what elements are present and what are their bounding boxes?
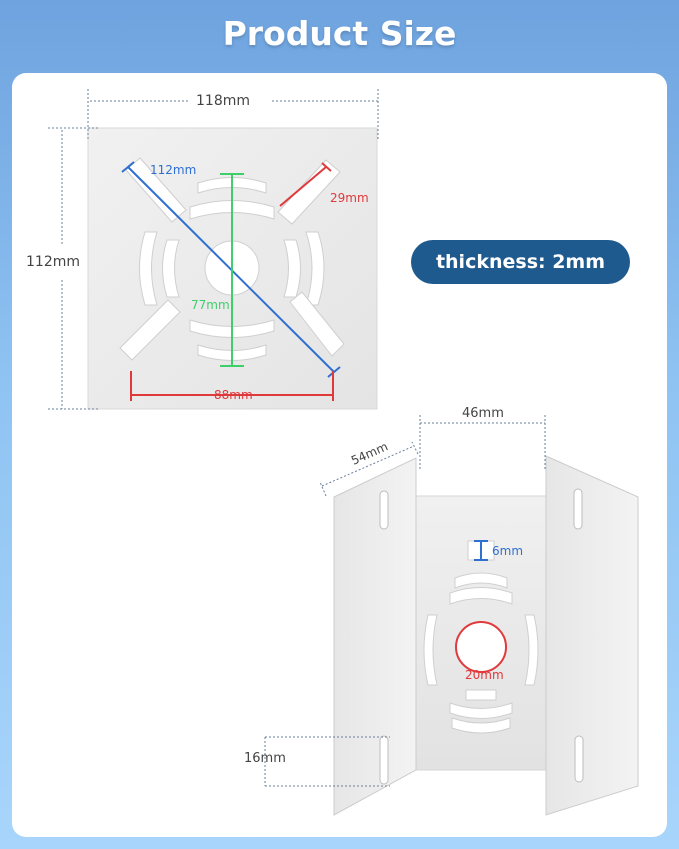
bracket-hole-label: 20mm [465,668,504,682]
bracket-width-label: 46mm [462,406,504,421]
plate-outline-dimensions [48,89,379,410]
plate-width-label: 118mm [196,93,250,109]
plate-hole-span-label: 88mm [214,388,253,402]
plate-vertical-label: 77mm [191,298,230,312]
plate-diagonal-label: 112mm [150,163,197,177]
plate-height-label: 112mm [26,254,80,270]
bracket-outline-dimensions [264,415,546,787]
bracket-slot-label: 6mm [492,544,524,558]
page-title: Product Size [222,14,457,53]
pole-bracket [333,455,639,816]
bracket-bottom-label: 16mm [244,751,286,766]
mounting-plate [87,127,378,410]
plate-slot-label: 29mm [330,191,369,205]
thickness-badge: thickness: 2mm [411,240,630,284]
